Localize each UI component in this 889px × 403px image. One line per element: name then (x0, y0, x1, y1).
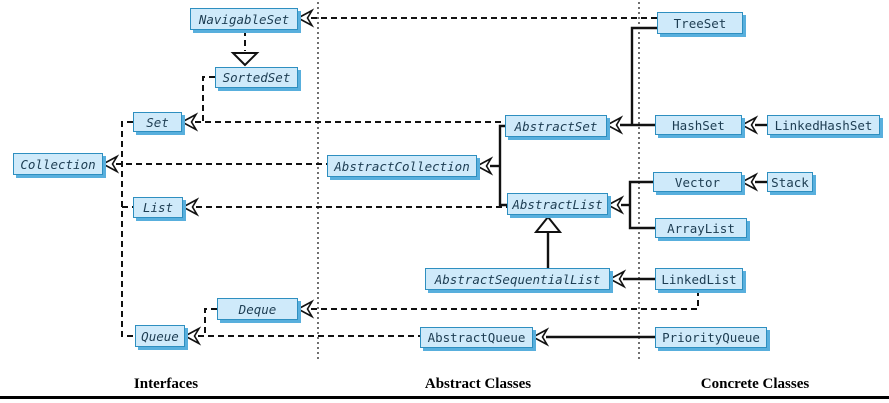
node-label: Vector (674, 174, 721, 190)
node-navigableset: NavigableSet (190, 8, 298, 30)
arrowhead-navigableset (296, 8, 315, 28)
node-label: NavigableSet (198, 11, 290, 27)
node-sortedset: SortedSet (215, 67, 298, 88)
node-linkedlist: LinkedList (655, 268, 743, 290)
arrowhead-set (180, 112, 199, 132)
arrowheads (101, 8, 759, 347)
solid-edges (490, 26, 767, 339)
arrowhead-abstractsequentiallist (608, 269, 627, 289)
node-abstractsequentiallist: AbstractSequentialList (425, 268, 610, 290)
edge-linkedlist-deque (311, 290, 699, 310)
node-label: AbstractSet (514, 118, 598, 134)
node-label: TreeSet (673, 15, 727, 31)
arrowhead-down-sortedset (230, 52, 260, 67)
node-linkedhashset: LinkedHashSet (767, 115, 880, 135)
legend-interfaces: Interfaces (133, 376, 199, 392)
node-abstractlist: AbstractList (507, 193, 608, 215)
node-deque: Deque (217, 298, 298, 320)
node-label: HashSet (672, 117, 725, 133)
edge-abstractset-abstractlist-bracket (498, 124, 507, 207)
node-label: AbstractCollection (334, 158, 470, 174)
arrowhead-collection (101, 154, 120, 174)
node-hashset: HashSet (655, 115, 742, 135)
node-label: LinkedHashSet (774, 117, 873, 133)
node-abstractset: AbstractSet (505, 115, 607, 137)
node-label: PriorityQueue (662, 330, 760, 345)
arrowhead-up-abstractlist (533, 215, 563, 233)
node-label: AbstractQueue (427, 330, 526, 345)
node-label: Stack (771, 174, 809, 190)
edge-set-list-queue-collection (121, 121, 135, 337)
arrowhead-abstractlist (606, 195, 625, 215)
node-treeset: TreeSet (657, 12, 743, 34)
node-label: AbstractSequentialList (434, 271, 601, 287)
node-arraylist: ArrayList (655, 218, 747, 238)
node-stack: Stack (767, 172, 813, 192)
node-label: Set (146, 114, 169, 130)
node-label: AbstractList (512, 196, 603, 212)
node-label: ArrayList (667, 220, 735, 236)
node-collection: Collection (13, 153, 103, 175)
node-label: SortedSet (222, 70, 291, 85)
node-list: List (133, 197, 183, 218)
arrowhead-queue (183, 326, 202, 346)
node-label: LinkedList (661, 271, 737, 287)
node-queue: Queue (135, 325, 185, 347)
node-set: Set (133, 112, 182, 132)
bottom-rule (0, 396, 889, 399)
edge-deque-queue (204, 308, 217, 336)
node-label: Queue (141, 328, 179, 344)
arrowhead-abstractcollection (475, 156, 494, 176)
node-label: List (142, 200, 174, 215)
arrowhead-abstractset (605, 115, 624, 135)
edge-treeset-abstractset (630, 26, 657, 125)
arrowhead-vector (740, 172, 759, 192)
node-vector: Vector (653, 172, 742, 192)
edge-vector-arraylist-bracket (628, 180, 655, 230)
node-abstractqueue: AbstractQueue (420, 327, 533, 348)
arrowhead-hashset (740, 115, 759, 135)
dashed-edges (116, 17, 699, 337)
arrowhead-deque (296, 299, 315, 319)
edge-sortedset-set (202, 76, 215, 122)
node-abstractcollection: AbstractCollection (327, 155, 477, 177)
node-label: Collection (20, 156, 96, 172)
legend-concrete-classes: Concrete Classes (700, 376, 810, 392)
arrowhead-abstractqueue (531, 327, 550, 347)
node-priorityqueue: PriorityQueue (655, 327, 767, 348)
arrowhead-list (181, 197, 200, 217)
node-label: Deque (238, 301, 277, 317)
legend-abstract-classes: Abstract Classes (424, 376, 532, 392)
